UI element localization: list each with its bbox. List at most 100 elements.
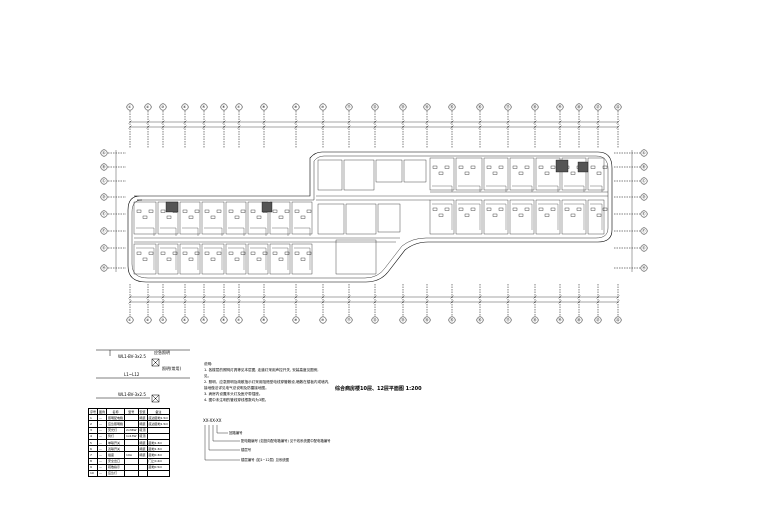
- axis-label: ㉒: [616, 317, 620, 322]
- rooms: [133, 157, 608, 275]
- stair-hatch: [577, 161, 589, 173]
- fixture: [524, 207, 530, 211]
- dim-tick: [128, 125, 132, 129]
- wiring: [136, 185, 603, 270]
- circuit: [590, 185, 603, 192]
- axis-bubble-right: [640, 244, 648, 252]
- dim-tick: [183, 120, 187, 124]
- axis-bubble-top: [423, 103, 431, 111]
- axis-bubble-bottom: [371, 316, 379, 324]
- axis-bubble-top: [448, 103, 456, 111]
- legend-row: 8—安全出口门上0.2m: [87, 457, 171, 465]
- axis-bubble-bottom: [531, 316, 539, 324]
- dim-tick: [321, 125, 325, 129]
- room: [429, 157, 455, 191]
- legend-callouts: [96, 349, 190, 403]
- axis-bubble-bottom: [594, 316, 602, 324]
- fixture: [538, 165, 544, 169]
- circuit: [512, 203, 533, 230]
- circuit: [272, 227, 289, 236]
- axis-label: ⑧: [262, 104, 266, 109]
- axis-bubble-top: [614, 103, 622, 111]
- fixture: [210, 215, 216, 219]
- dim-tick: [202, 295, 206, 299]
- axis-bubble-top: [200, 103, 208, 111]
- circuit: [250, 247, 267, 270]
- fixture: [204, 251, 210, 255]
- dim-tick: [533, 125, 537, 129]
- fixture: [550, 165, 556, 169]
- fixture: [250, 251, 256, 255]
- dim-tick: [558, 120, 562, 124]
- stair-hatch: [555, 159, 569, 173]
- axis-label: ⑲: [558, 104, 562, 109]
- axis-label: ⑪: [347, 317, 351, 322]
- dim-tick: [237, 295, 241, 299]
- axis-bubble-bottom: [448, 316, 456, 324]
- fixture: [294, 251, 300, 255]
- dim-tick: [294, 120, 298, 124]
- dim-tick: [558, 300, 562, 304]
- axis-bubble-top: [292, 103, 300, 111]
- axis-bubble-left: [100, 149, 108, 157]
- axis-bubble-bottom: [575, 316, 583, 324]
- axis-label: ⑤: [202, 104, 206, 109]
- dim-tick: [161, 295, 165, 299]
- fixture: [602, 207, 608, 211]
- fixture: [148, 209, 154, 213]
- axis-label: ⑮: [450, 104, 454, 109]
- fixture: [444, 165, 450, 169]
- fixture: [256, 257, 262, 261]
- legend-callout-floors: L1~L12: [124, 372, 140, 377]
- room: [201, 243, 225, 275]
- axis-label: ⑯: [478, 317, 482, 322]
- axis-bubble-left: [100, 227, 108, 235]
- room: [247, 201, 269, 235]
- fixture: [284, 251, 290, 255]
- fixture: [596, 171, 602, 175]
- circuit: [458, 185, 481, 192]
- room: [269, 201, 291, 235]
- room: [455, 199, 483, 235]
- axis-label: ⑲: [558, 317, 562, 322]
- fixture: [240, 209, 246, 213]
- axis-bubble-left: [100, 177, 108, 185]
- dim-tick: [450, 120, 454, 124]
- dim-tick: [128, 120, 132, 124]
- axis-bubble-left: [100, 244, 108, 252]
- axis-label: ①: [128, 104, 132, 109]
- fixture: [194, 251, 200, 255]
- axis-bubble-bottom: [556, 316, 564, 324]
- stair-hatch: [165, 201, 179, 213]
- axis-bubble-right: [640, 264, 648, 272]
- axis-bubble-bottom: [200, 316, 208, 324]
- fixture: [250, 209, 256, 213]
- dim-tick: [202, 300, 206, 304]
- dim-tick: [347, 120, 351, 124]
- legend-row: 6—双联开关暗装距地1.3m: [87, 445, 171, 453]
- axis-label: Ⓖ: [642, 245, 646, 250]
- legend-callout-normal: 照明(常用): [162, 366, 182, 371]
- fixture: [602, 165, 608, 169]
- axis-bubble-bottom: [181, 316, 189, 324]
- axis-bubble-top: [531, 103, 539, 111]
- fixture: [160, 251, 166, 255]
- legend-callout-wire2: WL1-BV-3x2.5: [118, 392, 146, 397]
- room: [247, 243, 269, 275]
- dim-tick: [401, 120, 405, 124]
- room: [587, 199, 605, 235]
- legend-cell: 应急灯: [106, 469, 126, 478]
- dimension-lines: [115, 120, 633, 304]
- stair-hatch: [261, 201, 273, 213]
- axis-bubble-top: [319, 103, 327, 111]
- room: [561, 199, 587, 235]
- axis-label: Ⓑ: [642, 164, 646, 169]
- dim-tick: [321, 300, 325, 304]
- fixture: [544, 213, 550, 217]
- fixture: [172, 251, 178, 255]
- circuit: [538, 203, 559, 230]
- fixture: [142, 257, 148, 261]
- axis-label: Ⓑ: [102, 164, 106, 169]
